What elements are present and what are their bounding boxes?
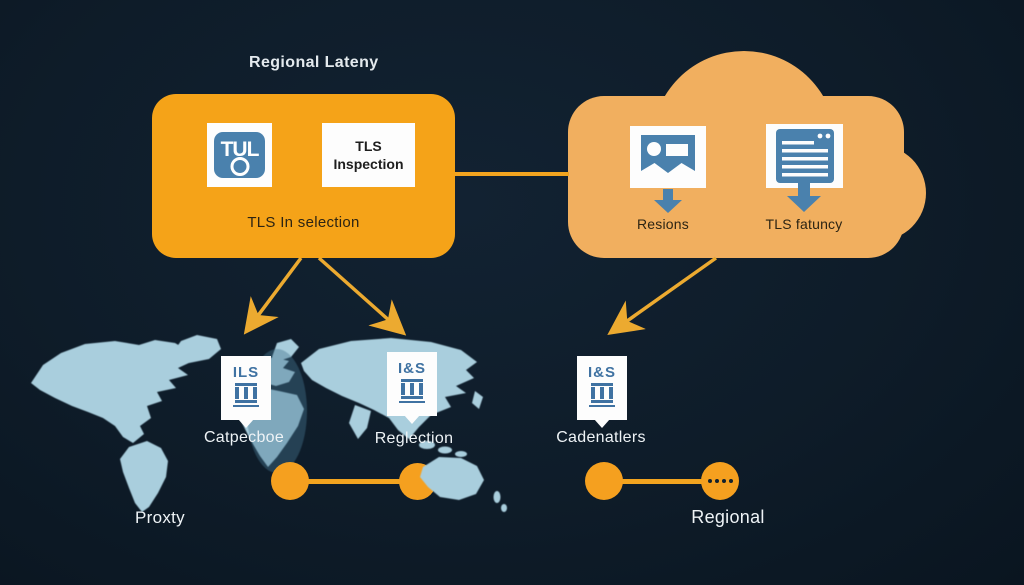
marker-catpecboe: ILS xyxy=(221,356,271,428)
bank-pillar-icon xyxy=(399,379,425,403)
tls-fatuncy-label: TLS fatuncy xyxy=(765,216,843,232)
down-arrow-icon xyxy=(654,189,682,213)
bank-pillar-icon xyxy=(233,383,259,407)
tls-inspection-card-text: TLS Inspection xyxy=(333,137,404,172)
cloud-shape xyxy=(568,96,904,258)
regional-label: Regional xyxy=(691,507,765,527)
reglection-label: Reglection xyxy=(374,430,454,447)
tls-inspection-card: TLS Inspection xyxy=(322,123,415,187)
node-dot xyxy=(585,462,623,500)
resions-card xyxy=(630,126,706,188)
arrow-to-cadenatlers xyxy=(607,256,718,336)
tls-inspection-panel: TUL TLS Inspection TLS In selection xyxy=(152,94,455,258)
down-arrow-icon xyxy=(787,180,821,212)
browser-lines-icon xyxy=(776,129,834,183)
catpecboe-label: Catpecboe xyxy=(203,429,285,446)
arrow-to-catpecboe xyxy=(243,256,303,335)
arrow-to-reglection xyxy=(317,256,407,336)
bookmark-card-icon xyxy=(641,135,695,173)
logo-card: TUL xyxy=(207,123,272,187)
node-dot-ellipsis xyxy=(701,462,739,500)
lock-ring-icon xyxy=(230,157,249,176)
marker-cadenatlers: I&S xyxy=(577,356,627,428)
marker-reglection: I&S xyxy=(387,352,437,424)
bank-glyph: I&S xyxy=(397,360,426,377)
regional-link-line xyxy=(604,479,720,484)
resions-label: Resions xyxy=(637,216,689,232)
logo-text: TUL xyxy=(220,138,260,161)
cadenatlers-label: Cadenatlers xyxy=(556,429,646,446)
tul-lock-logo-icon: TUL xyxy=(214,132,265,178)
marker-pointer xyxy=(594,419,610,428)
inspection-caption: TLS In selection xyxy=(247,214,360,231)
bank-glyph: ILS xyxy=(232,364,260,381)
marker-pointer xyxy=(404,415,420,424)
bank-glyph: I&S xyxy=(587,364,616,381)
bank-pillar-icon xyxy=(589,383,615,407)
proxy-link-line xyxy=(290,479,417,484)
marker-pointer xyxy=(238,419,254,428)
diagram-title: Regional Lateny xyxy=(249,54,379,71)
proxy-label: Proxty xyxy=(135,508,185,527)
tls-fatuncy-card xyxy=(766,124,843,188)
node-dot xyxy=(271,462,309,500)
